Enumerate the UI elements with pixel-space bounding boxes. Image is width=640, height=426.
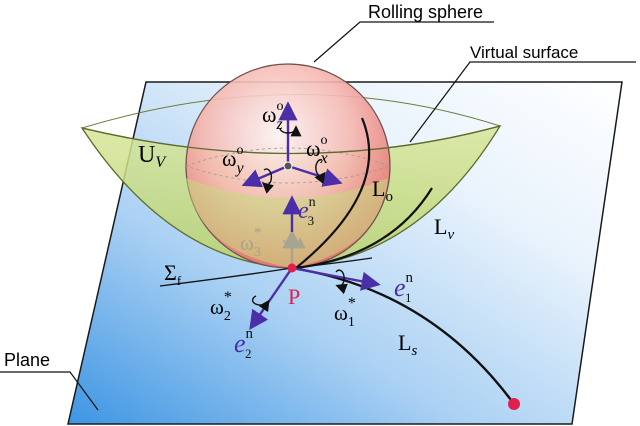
label-omega-1: ω*1 <box>334 295 356 330</box>
rotation-y-icon <box>261 168 275 194</box>
rotation-3-icon <box>283 237 306 249</box>
curve-l-o <box>295 117 371 269</box>
label-l-s: Ls <box>398 330 417 359</box>
sigma-f-line <box>159 257 373 287</box>
label-point-p: P <box>288 284 300 309</box>
label-sigma-f: Σf <box>164 260 182 288</box>
contact-point <box>287 263 297 273</box>
rotation-1-icon <box>335 269 348 295</box>
callout-virtual-surface <box>409 61 636 143</box>
rotation-2-icon <box>251 295 270 313</box>
axis-e1 <box>291 266 381 291</box>
callout-rolling-sphere <box>313 21 494 63</box>
axis-x <box>287 164 343 187</box>
virtual-surface-rim <box>81 125 501 155</box>
surface-front-overlay <box>186 178 388 268</box>
sphere-center <box>283 161 293 171</box>
label-plane: Plane <box>4 350 50 370</box>
label-omega-3: ω*3 <box>240 225 262 260</box>
axis-e2 <box>249 267 293 330</box>
label-rolling-sphere: Rolling sphere <box>368 2 483 22</box>
rotation-x-icon <box>314 159 326 185</box>
label-l-o: Lo <box>372 176 393 205</box>
label-l-v: Lv <box>434 214 454 243</box>
label-virtual-surface: Virtual surface <box>470 43 578 62</box>
curve-end-point <box>508 398 520 410</box>
rotation-z-icon <box>279 125 302 137</box>
callout-plane <box>0 371 99 411</box>
label-u-v: UV <box>138 142 167 171</box>
curve-l-v <box>295 187 433 270</box>
label-omega-2: ω*2 <box>210 289 232 324</box>
axis-y <box>241 164 289 188</box>
